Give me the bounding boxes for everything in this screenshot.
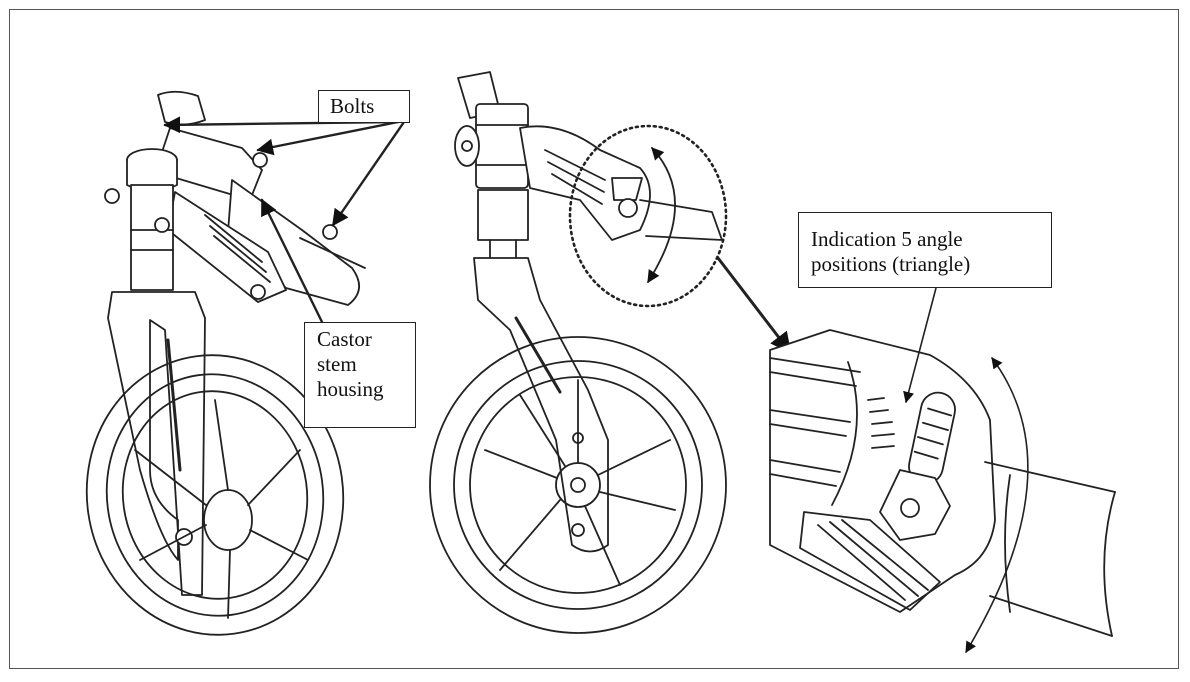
rotation-arrow-small [647,147,676,284]
castor-callout-line-2: stem [317,351,357,376]
bolts-leader-3 [331,120,406,227]
left-wheel-hub [203,489,253,551]
adjuster-bracket [769,329,996,613]
castor-fork [107,291,206,596]
bolts-leader-2 [256,120,400,156]
angle-arm [519,125,651,241]
middle-wheel-spokes [484,379,676,586]
castor-callout-line-3: housing [317,376,384,401]
castor-leader [260,198,324,324]
hex-bolt [879,469,951,541]
castor-tube-magnified [984,461,1116,637]
clamp-block [475,103,529,189]
bolt-tube [322,224,338,240]
magnify-pointer-arrow [716,256,792,354]
castor-callout-line-1: Castor [317,327,372,351]
bolts-callout-text: Bolts [330,94,375,118]
middle-wheel-tyre [429,336,727,634]
bolts-callout: Bolts [318,90,410,123]
castor-stem-tube [227,179,360,306]
magnified-adjuster-view [769,329,1116,653]
indication-leader [903,287,937,404]
castor-stem [130,184,174,291]
angle-indication-marks [867,397,895,449]
left-wheel-tyre [85,354,345,636]
angle-indication-callout: Indication 5 angle positions (triangle) [798,212,1052,288]
left-wheel-spokes [134,399,309,619]
castor-stem-housing-callout: Castor stem housing [304,322,416,428]
bolt-top-left [104,188,120,204]
frame-tube-top [157,90,206,126]
left-castor-view [85,90,366,636]
bracket-ribs [769,357,861,487]
castor-stem-mid [477,189,529,241]
indication-callout-line-2: positions (triangle) [811,251,971,276]
middle-castor-view [429,71,792,634]
bolt-stem [154,217,170,233]
bolt-lower [250,284,266,300]
indication-callout-line-1: Indication 5 angle [811,227,963,251]
bolt-top-right [252,152,268,168]
angle-adjuster-highlight [568,124,728,308]
castor-fork-mid [473,257,609,553]
rotation-arrow-large [965,357,1029,653]
